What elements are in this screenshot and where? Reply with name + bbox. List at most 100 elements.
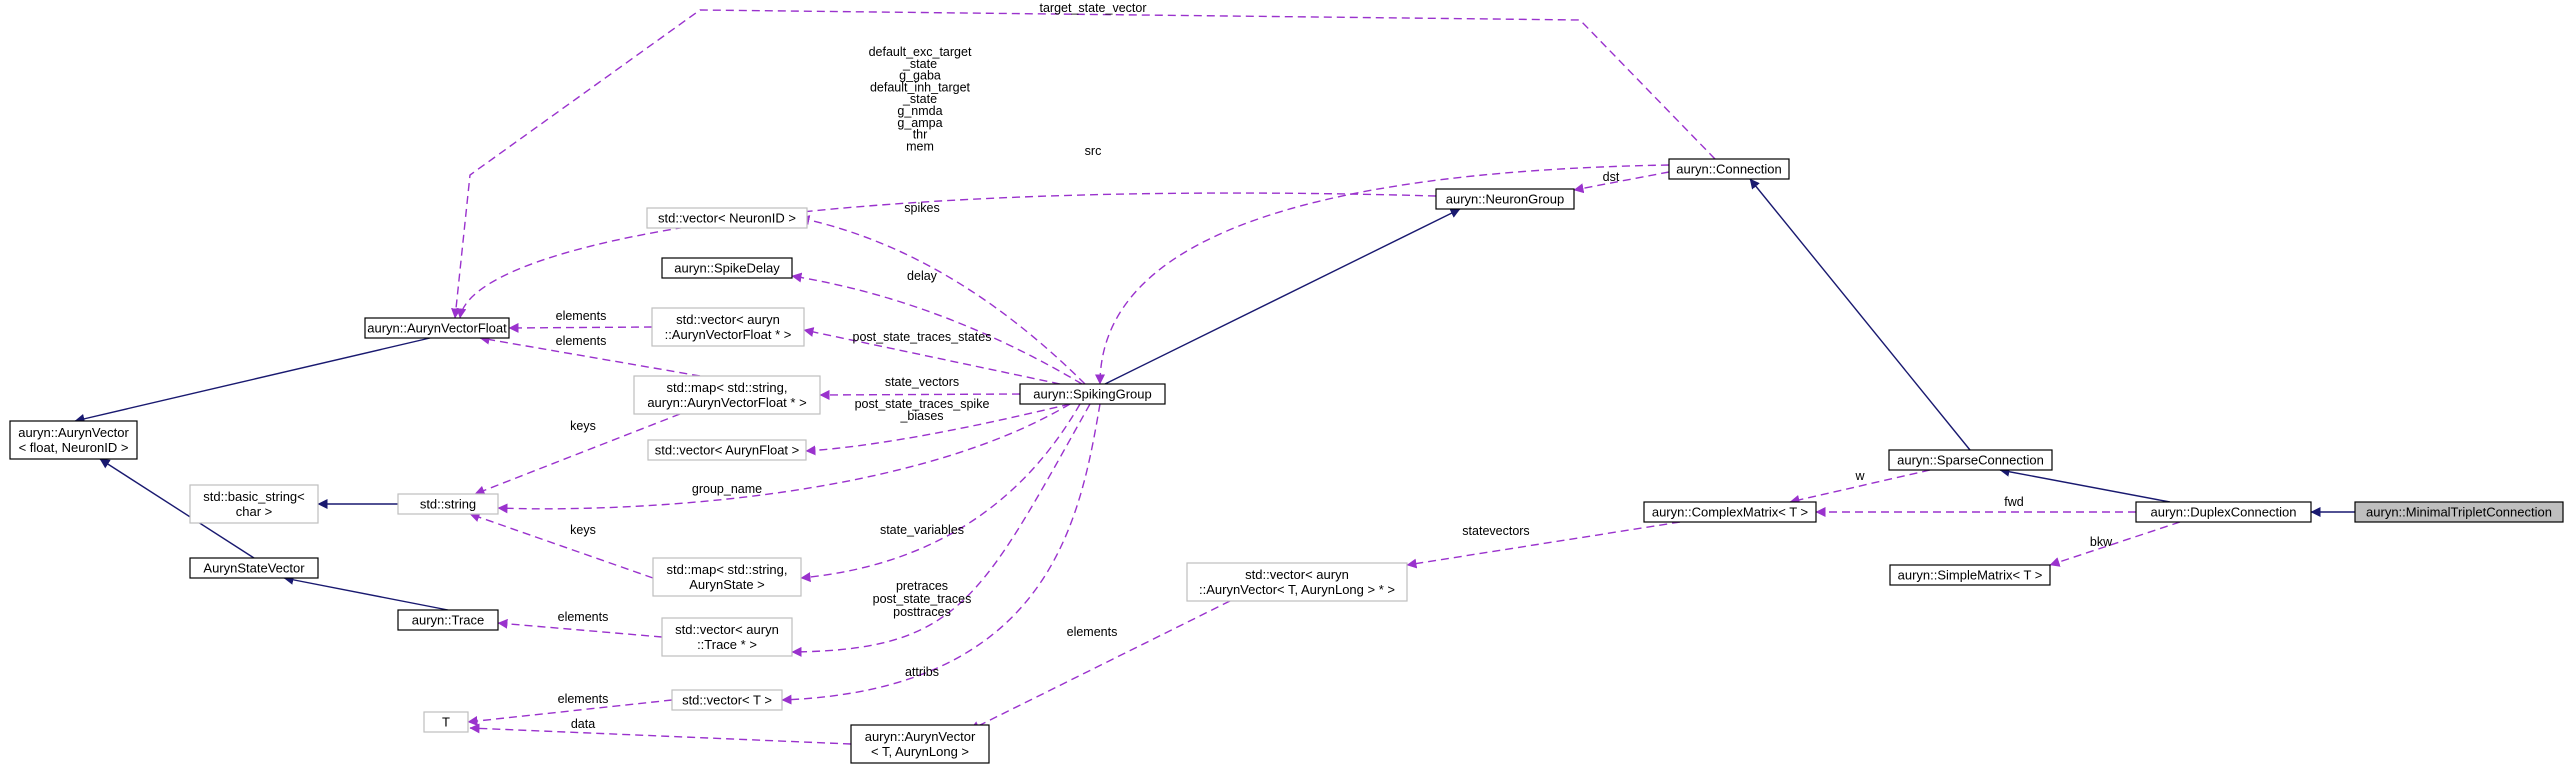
node-neurongroup[interactable]: auryn::NeuronGroup (1435, 188, 1575, 210)
node-label: std::vector< AurynFloat > (655, 443, 800, 458)
edge-label: statevectors (1462, 524, 1529, 538)
node-box[interactable] (633, 375, 821, 415)
node-box[interactable] (189, 484, 319, 524)
edge-label-line: mem (906, 139, 934, 153)
node-vecfloat[interactable]: std::vector< AurynFloat > (647, 439, 807, 461)
node-box[interactable] (364, 317, 510, 339)
node-vecaurynvector[interactable]: std::vector< auryn::AurynVector< T, Aury… (1186, 562, 1408, 602)
node-box[interactable] (1643, 501, 1817, 523)
edge-label-line: fwd (2004, 495, 2024, 509)
node-aurynvector[interactable]: auryn::AurynVector< float, NeuronID > (9, 420, 138, 460)
edge-label-line: elements (1067, 625, 1118, 639)
node-simplematrix[interactable]: auryn::SimpleMatrix< T > (1889, 564, 2051, 586)
node-vecvf[interactable]: std::vector< auryn::AurynVectorFloat * > (651, 307, 805, 347)
edge-label-line: _state (902, 92, 937, 106)
edge-label-line: _biases (899, 409, 943, 423)
node-box[interactable] (189, 557, 319, 579)
node-box[interactable] (2135, 501, 2312, 523)
node-complexmatrix[interactable]: auryn::ComplexMatrix< T > (1643, 501, 1817, 523)
node-label: auryn::NeuronGroup (1446, 192, 1565, 207)
node-connection[interactable]: auryn::Connection (1668, 158, 1790, 180)
node-vectorfloat[interactable]: auryn::AurynVectorFloat (364, 317, 510, 339)
node-box[interactable] (397, 609, 499, 631)
node-box[interactable] (1888, 449, 2053, 471)
edge-label-line: delay (907, 269, 938, 283)
edge-label-line: pretraces (896, 579, 948, 593)
node-box[interactable] (652, 557, 802, 597)
node-box[interactable] (2354, 501, 2564, 523)
node-mapstate[interactable]: std::map< std::string,AurynState > (652, 557, 802, 597)
node-stdstring[interactable]: std::string (397, 493, 499, 515)
node-box[interactable] (1435, 188, 1575, 210)
edge-label-line: default_exc_target (869, 45, 972, 59)
edge-line (479, 334, 701, 377)
node-label-line: auryn::AurynVectorFloat (367, 321, 507, 336)
node-label-line: auryn::ComplexMatrix< T > (1652, 505, 1808, 520)
node-label-line: T (442, 715, 450, 730)
edge-line (283, 574, 449, 611)
edge-line (1573, 171, 1670, 194)
node-vecneuronid[interactable]: std::vector< NeuronID > (646, 207, 808, 229)
edge-label-line: post_state_traces (873, 592, 972, 606)
node-label: auryn::AurynVectorFloat (367, 321, 507, 336)
edge-spikinggroup-to-vecT: attribs (781, 403, 1101, 705)
edge-line (1095, 164, 1670, 385)
edge-spikinggroup-to-neurongroup (1104, 208, 1461, 385)
node-box[interactable] (647, 439, 807, 461)
node-spikinggroup[interactable]: auryn::SpikingGroup (1019, 383, 1166, 405)
node-box[interactable] (1889, 564, 2051, 586)
node-box[interactable] (1668, 158, 1790, 180)
node-spikedelay[interactable]: auryn::SpikeDelay (661, 257, 793, 279)
node-box[interactable] (671, 689, 783, 711)
node-box[interactable] (423, 711, 469, 733)
node-vectrace[interactable]: std::vector< auryn::Trace * > (661, 617, 793, 657)
edge-line (1789, 469, 1931, 505)
node-label-line: ::Trace * > (697, 637, 757, 652)
node-box[interactable] (1019, 383, 1166, 405)
node-label-line: auryn::SpikeDelay (674, 261, 780, 276)
edge-sparseconnection-to-connection (1749, 178, 1971, 451)
edge-connection-to-neurongroup: dst (1573, 170, 1670, 194)
node-duplexconnection[interactable]: auryn::DuplexConnection (2135, 501, 2312, 523)
node-label-line: auryn::SimpleMatrix< T > (1898, 568, 2043, 583)
edge-label-line: bkw (2090, 535, 2113, 549)
edge-spikinggroup-to-vecneuronid: spikes (799, 201, 1086, 385)
edge-line (799, 215, 1086, 385)
edge-line (456, 192, 1437, 319)
edge-label: post_state_traces_spike_biases (855, 397, 990, 423)
node-box[interactable] (661, 257, 793, 279)
edge-line (508, 322, 653, 333)
node-basicstring[interactable]: std::basic_string<char > (189, 484, 319, 524)
node-T[interactable]: T (423, 711, 469, 733)
node-statevector[interactable]: AurynStateVector (189, 557, 319, 579)
edge-label: elements (1067, 625, 1118, 639)
edge-mapvf-to-stdstring: keys (474, 413, 681, 496)
edge-vecT-to-T: elements (467, 692, 673, 726)
node-label-line: ::AurynVector< T, AurynLong > * > (1199, 582, 1395, 597)
edge-trace-to-statevector (283, 574, 449, 611)
node-mapvf[interactable]: std::map< std::string,auryn::AurynVector… (633, 375, 821, 415)
edge-line (819, 389, 1021, 400)
node-box[interactable] (850, 724, 990, 764)
edge-label: group_name (692, 482, 762, 496)
node-trace[interactable]: auryn::Trace (397, 609, 499, 631)
node-aurynvectorT[interactable]: auryn::AurynVector< T, AurynLong > (850, 724, 990, 764)
edge-line (969, 600, 1231, 731)
node-box[interactable] (397, 493, 499, 515)
node-box[interactable] (9, 420, 138, 460)
node-sparseconnection[interactable]: auryn::SparseConnection (1888, 449, 2053, 471)
edge-label-line: elements (558, 692, 609, 706)
node-box[interactable] (646, 207, 808, 229)
node-minimaltriplet[interactable]: auryn::MinimalTripletConnection (2354, 501, 2564, 523)
edge-line (791, 403, 1091, 657)
edge-label-line: g_nmda (897, 104, 942, 118)
node-box[interactable] (651, 307, 805, 347)
node-box[interactable] (1186, 562, 1408, 602)
node-box[interactable] (661, 617, 793, 657)
node-label-line: < float, NeuronID > (19, 440, 129, 455)
node-label: std::vector< auryn::AurynVector< T, Aury… (1199, 567, 1395, 597)
node-vecT[interactable]: std::vector< T > (671, 689, 783, 711)
